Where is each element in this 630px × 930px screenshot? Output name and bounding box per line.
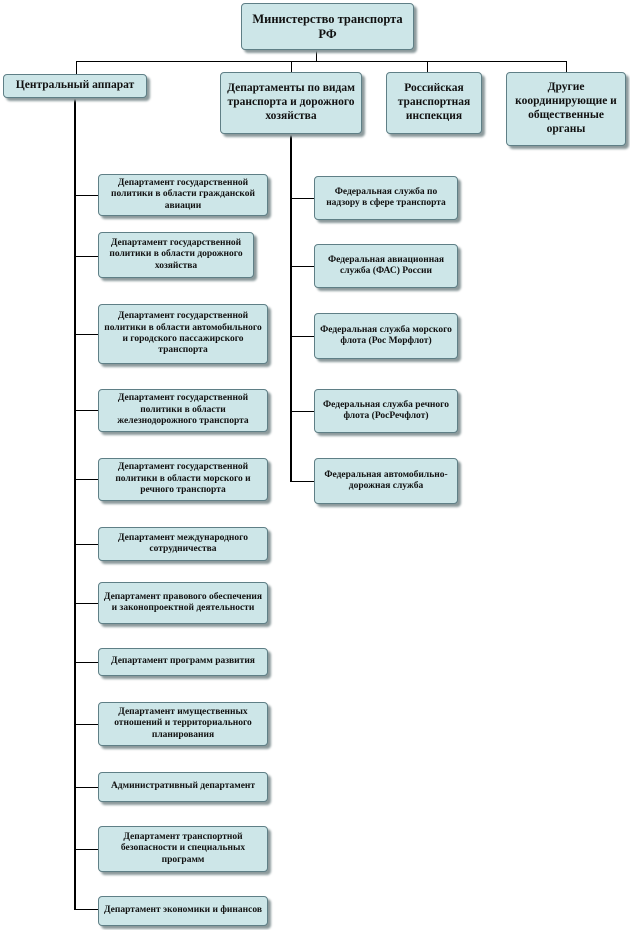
connector-branch-central — [74, 256, 98, 257]
federal-service-label: Федеральная служба морского флота (Рос М… — [320, 324, 452, 346]
central-department-box: Департамент международного сотрудничеств… — [98, 527, 268, 561]
connector-central-trunk — [74, 96, 76, 910]
central-department-label: Департамент государственной политики в о… — [104, 311, 262, 356]
central-department-label: Департамент транспортной безопасности и … — [120, 831, 246, 865]
federal-service-label: Федеральная служба речного флота (РосРеч… — [323, 399, 449, 421]
connector-drop-other — [566, 61, 567, 72]
connector-branch-central — [74, 662, 98, 663]
connector-drop-departments — [291, 61, 292, 72]
central-department-box: Департамент государственной политики в о… — [98, 174, 268, 216]
connector-branch-central — [74, 603, 98, 604]
connector-branch-federal — [290, 266, 314, 267]
connector-branch-federal — [290, 411, 314, 412]
federal-service-box: Федеральная служба морского флота (Рос М… — [314, 313, 458, 359]
transport-inspection-box: Российская транспортная инспекция — [386, 72, 482, 134]
central-department-box: Департамент экономики и финансов — [98, 896, 268, 926]
connector-branch-central — [74, 724, 98, 725]
central-department-label: Департамент правового обеспечения и зако… — [103, 591, 263, 613]
central-department-box: Департамент государственной политики в о… — [98, 304, 268, 364]
connector-branch-central — [74, 544, 98, 545]
connector-branch-central — [74, 849, 98, 850]
central-department-box: Департамент транспортной безопасности и … — [98, 826, 268, 872]
central-department-box: Департамент государственной политики в о… — [98, 458, 268, 501]
connector-drop-inspection — [427, 61, 428, 72]
central-department-label: Департамент государственной политики в о… — [109, 237, 243, 271]
other-bodies-label: Другие координирующие и общественные орг… — [515, 81, 617, 135]
connector-drop-central — [76, 61, 77, 74]
transport-departments-label: Департаменты по видам транспорта и дорож… — [227, 82, 355, 122]
central-department-box: Департамент имущественных отношений и те… — [98, 702, 268, 746]
federal-service-box: Федеральная служба речного флота (РосРеч… — [314, 389, 458, 433]
central-department-box: Департамент государственной политики в о… — [98, 389, 268, 432]
federal-service-label: Федеральная автомобильно-дорожная служба — [324, 469, 448, 491]
connector-departments-trunk — [290, 134, 292, 482]
central-department-label: Департамент программ развития — [111, 656, 255, 667]
connector-top-stem — [316, 50, 317, 62]
central-department-label: Департамент международного сотрудничеств… — [118, 532, 248, 554]
ministry-label: Министерство транспорта РФ — [252, 11, 403, 41]
connector-branch-central — [74, 787, 98, 788]
connector-top-horizontal — [76, 61, 566, 62]
federal-service-label: Федеральная служба по надзору в сфере тр… — [326, 186, 446, 208]
central-department-box: Административный департамент — [98, 772, 268, 802]
connector-branch-central — [74, 410, 98, 411]
transport-inspection-label: Российская транспортная инспекция — [397, 82, 471, 122]
federal-service-label: Федеральная авиационная служба (ФАС) Рос… — [327, 254, 445, 276]
transport-departments-box: Департаменты по видам транспорта и дорож… — [220, 72, 362, 134]
central-department-box: Департамент правового обеспечения и зако… — [98, 582, 268, 624]
central-department-box: Департамент программ развития — [98, 648, 268, 676]
connector-branch-federal — [290, 198, 314, 199]
central-department-label: Департамент экономики и финансов — [104, 905, 262, 916]
central-department-label: Административный департамент — [110, 781, 256, 792]
central-department-box: Департамент государственной политики в о… — [98, 232, 254, 278]
federal-service-box: Федеральная автомобильно-дорожная служба — [314, 458, 458, 504]
central-department-label: Департамент государственной политики в о… — [115, 462, 251, 496]
central-apparatus-label: Центральный аппарат — [15, 79, 135, 92]
federal-service-box: Федеральная авиационная служба (ФАС) Рос… — [314, 244, 458, 288]
connector-branch-central — [74, 909, 98, 910]
connector-branch-central — [74, 334, 98, 335]
central-department-label: Департамент государственной политики в о… — [111, 177, 255, 211]
connector-branch-federal — [290, 481, 314, 482]
other-bodies-box: Другие координирующие и общественные орг… — [506, 72, 626, 146]
connector-branch-federal — [290, 336, 314, 337]
central-department-label: Департамент государственной политики в о… — [117, 393, 249, 427]
connector-branch-central — [74, 479, 98, 480]
ministry-box: Министерство транспорта РФ — [241, 3, 414, 50]
central-apparatus-box: Центральный аппарат — [3, 74, 147, 98]
federal-service-box: Федеральная служба по надзору в сфере тр… — [314, 176, 458, 220]
connector-branch-central — [74, 195, 98, 196]
central-department-label: Департамент имущественных отношений и те… — [114, 706, 252, 740]
